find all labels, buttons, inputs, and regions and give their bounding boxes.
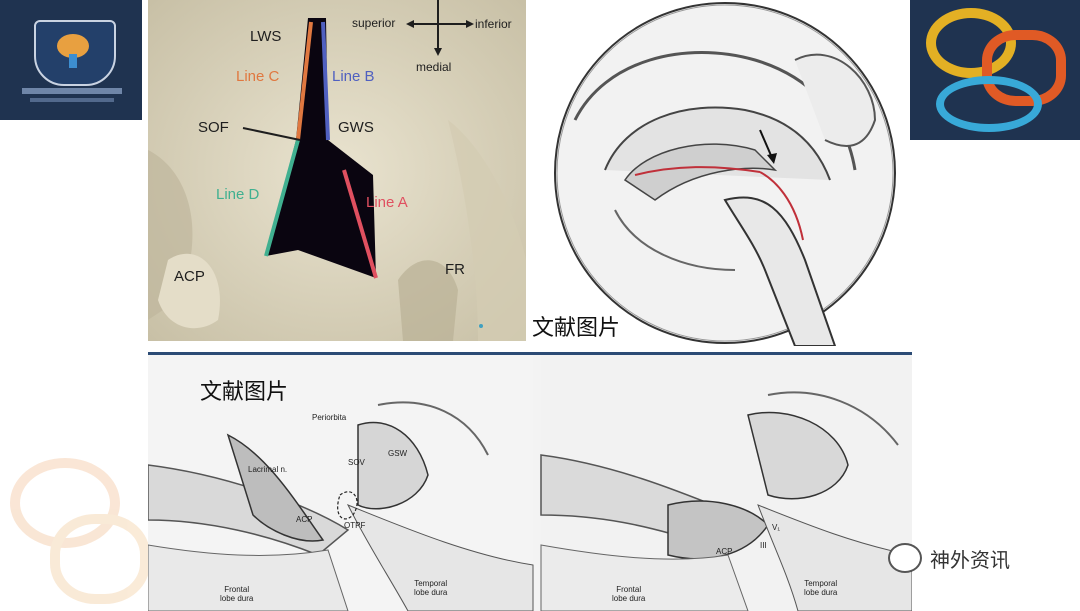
surgical-drawing: [554, 2, 896, 346]
label-sov: SOV: [348, 458, 365, 467]
line-c-stroke: [296, 21, 313, 141]
label-lacrimal-nerve: Lacrimal n.: [248, 465, 288, 474]
line-a-stroke: [342, 169, 378, 279]
line-d-stroke: [264, 139, 300, 257]
label-frontal-sub: lobe dura: [220, 594, 254, 603]
logo-text-line: [22, 88, 122, 94]
label-inferior: inferior: [475, 17, 512, 31]
arrow-down-icon: [434, 48, 442, 56]
caption-top-right: 文献图片: [532, 316, 621, 341]
brain-icon: [57, 34, 89, 68]
label-superior: superior: [352, 16, 396, 30]
label-frontal-text: Frontal: [224, 585, 250, 594]
logo-text-line: [30, 98, 114, 102]
label-sof: SOF: [198, 119, 229, 136]
label-v1: V₁: [772, 523, 781, 532]
label-temporal-sub: lobe dura: [414, 588, 448, 597]
label-periorbita: Periorbita: [312, 413, 347, 422]
label-frontal-right: Frontal lobe dura: [612, 585, 645, 603]
arrow-left-icon: [406, 20, 414, 28]
watermark: 神外资讯: [888, 540, 1010, 576]
label-temporal-right: Temporal lobe dura: [804, 579, 837, 597]
label-lws: LWS: [250, 28, 282, 45]
sof-wedge: [266, 18, 376, 278]
line-b-stroke: [321, 21, 330, 141]
label-medial: medial: [416, 60, 452, 74]
label-line-a: Line A: [366, 194, 408, 211]
label-temporal-left: Temporal lobe dura: [414, 579, 447, 597]
label-otpf: OTPF: [344, 521, 366, 530]
caption-bottom: 文献图片: [200, 380, 289, 405]
label-frontal-sub: lobe dura: [612, 594, 646, 603]
swirl-icon: [50, 514, 150, 604]
label-iii: III: [760, 541, 767, 550]
decorative-pattern-top-right: [910, 0, 1080, 140]
label-gws: GWS: [338, 119, 374, 136]
swirl-icon: [936, 76, 1042, 132]
bottom-illustration-panel: Periorbita SOV GSW Lacrimal n. ACP OTPF …: [148, 352, 912, 611]
bottom-illustrations: [148, 355, 912, 611]
label-acp-left: ACP: [296, 515, 313, 524]
label-temporal-text: Temporal: [414, 579, 448, 588]
label-acp: ACP: [174, 268, 205, 285]
label-line-c: Line C: [236, 68, 280, 85]
label-acp-right: ACP: [716, 547, 733, 556]
decorative-pattern-bottom-left: [0, 440, 150, 608]
skull-photo: [148, 0, 526, 341]
label-frontal-left: Frontal lobe dura: [220, 585, 253, 603]
label-fr: FR: [445, 261, 465, 278]
label-frontal-text: Frontal: [616, 585, 642, 594]
institution-logo: [0, 0, 142, 120]
wechat-icon: [888, 543, 922, 573]
arrow-right-icon: [466, 20, 474, 28]
label-temporal-text: Temporal: [804, 579, 838, 588]
label-temporal-sub: lobe dura: [804, 588, 838, 597]
surgical-illustration-circle: [545, 0, 905, 346]
label-line-d: Line D: [216, 186, 260, 203]
label-line-b: Line B: [332, 68, 375, 85]
watermark-text: 神外资讯: [930, 547, 1010, 572]
label-gsw: GSW: [388, 449, 408, 458]
sof-pointer: [242, 127, 301, 141]
skull-photo-panel: LWS Line C Line B SOF GWS Line D Line A …: [148, 0, 526, 341]
